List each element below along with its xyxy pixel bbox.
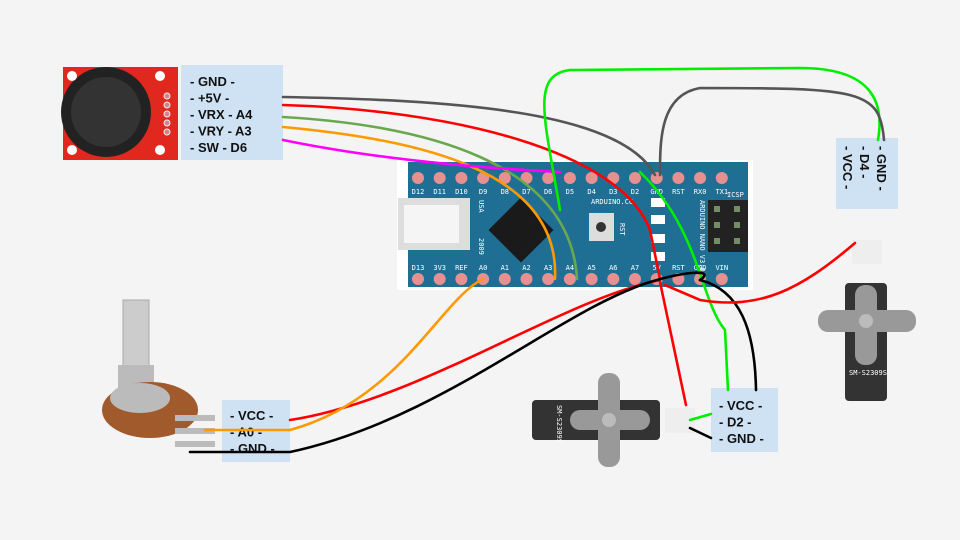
pin-label: D4: [587, 188, 595, 196]
pin-a7[interactable]: [629, 273, 641, 285]
wire-servo-bottom-vcc-box: [688, 412, 713, 422]
pin-label: - D4 -: [857, 146, 872, 179]
pin-rst[interactable]: [672, 172, 685, 184]
pin-label: A1: [501, 264, 509, 272]
pin-label: - VRX - A4: [190, 107, 253, 122]
wire-joystick-5v: [281, 103, 662, 281]
model-label: ARDUINO NANO V3.0: [698, 200, 706, 272]
pin-label: RX0: [694, 188, 707, 196]
usa-label: USA: [477, 200, 485, 213]
pin-label: 3V3: [433, 264, 446, 272]
pin-d11[interactable]: [433, 172, 446, 184]
pin-label: D11: [433, 188, 446, 196]
joystick-module: [61, 67, 178, 160]
pin-vin[interactable]: [715, 273, 728, 285]
pin-a4[interactable]: [563, 273, 576, 285]
wire-servo-right-vcc: [663, 241, 857, 304]
pin-label: - GND -: [190, 74, 235, 89]
wire-pot-gnd: [188, 271, 706, 454]
pin-d12[interactable]: [412, 172, 424, 184]
rst-label: RST: [618, 223, 626, 236]
pin-label: A5: [587, 264, 595, 272]
wire-servo-right-gnd: [658, 86, 886, 177]
pin-label: D9: [479, 188, 487, 196]
wire-pot-a0: [203, 277, 485, 432]
wire-servo-bottom-d2: [638, 170, 730, 392]
pin-label: A4: [566, 264, 574, 272]
wire-joystick-gnd: [281, 95, 657, 177]
pin-label: - GND -: [230, 441, 275, 456]
pin-rx0[interactable]: [694, 172, 707, 184]
pin-label: A3: [544, 264, 552, 272]
icsp-label: ICSP: [727, 191, 744, 199]
pin-label: REF: [455, 264, 468, 272]
pin-d2[interactable]: [629, 172, 641, 184]
pin-tx1[interactable]: [715, 172, 728, 184]
brand-label: ARDUINO.CC: [591, 198, 633, 206]
arduino-nano: RST ARDUINO.CC USA 2009 ARDUINO NANO V3.…: [397, 160, 753, 290]
potentiometer: [102, 299, 215, 447]
servo-right: SM-S2309S: [818, 240, 916, 401]
pin-label: RST: [672, 264, 685, 272]
pin-a1[interactable]: [498, 273, 511, 285]
pin-d6[interactable]: [542, 172, 555, 184]
pin-label: D13: [412, 264, 425, 272]
pin-ref[interactable]: [455, 273, 468, 285]
pin-label: - +5V -: [190, 91, 229, 106]
year-label: 2009: [477, 238, 485, 255]
servo-right-model: SM-S2309S: [849, 369, 887, 377]
pin-3v3[interactable]: [433, 273, 446, 285]
pin-label: - VCC -: [840, 146, 855, 189]
pin-label: D10: [455, 188, 468, 196]
wire-servo-right-d4: [543, 66, 881, 212]
wire-servo-bottom-gnd: [698, 278, 758, 392]
pin-label: - GND -: [874, 146, 889, 191]
pin-a5[interactable]: [585, 273, 598, 285]
pin-d5[interactable]: [563, 172, 576, 184]
pin-label: - VRY - A3: [190, 124, 252, 139]
pin-label: D2: [631, 188, 639, 196]
pin-d4[interactable]: [585, 172, 598, 184]
wire-servo-bottom-vcc: [658, 280, 688, 407]
pin-label: D12: [412, 188, 425, 196]
pin-label: A7: [631, 264, 639, 272]
servo-bottom: SM-S2309S: [532, 373, 695, 467]
pin-label: TX1: [715, 188, 728, 196]
pin-label: A2: [522, 264, 530, 272]
pin-label: - A0 -: [230, 425, 262, 440]
pin-a3[interactable]: [542, 273, 555, 285]
pin-label: GND: [694, 264, 707, 272]
pin-label: - VCC -: [719, 398, 762, 413]
pin-label: A0: [479, 264, 487, 272]
pin-label: - VCC -: [230, 408, 273, 423]
pin-label: - D2 -: [719, 415, 752, 430]
pin-label: D5: [566, 188, 574, 196]
pin-label: D7: [522, 188, 530, 196]
wire-joystick-vrx: [281, 115, 579, 281]
pin-a6[interactable]: [607, 273, 620, 285]
pin-label: A6: [609, 264, 617, 272]
wire-joystick-sw: [281, 138, 562, 174]
pin-label: - GND -: [719, 431, 764, 446]
wires: [188, 66, 886, 454]
pin-label: D8: [501, 188, 509, 196]
wire-servo-bottom-gnd-box: [688, 426, 713, 440]
pin-a2[interactable]: [520, 273, 533, 285]
pin-label: - SW - D6: [190, 140, 247, 155]
pin-d10[interactable]: [455, 172, 468, 184]
pin-label: VIN: [715, 264, 728, 272]
servo-bottom-model: SM-S2309S: [555, 405, 563, 443]
servo-bottom-label-box: [711, 388, 778, 452]
pin-d13[interactable]: [412, 273, 424, 285]
pin-label: D3: [609, 188, 617, 196]
joystick-label-box: [181, 65, 283, 160]
pin-d8[interactable]: [498, 172, 511, 184]
pin-label: RST: [672, 188, 685, 196]
servo-right-label-box: [836, 138, 898, 209]
pin-label: D6: [544, 188, 552, 196]
